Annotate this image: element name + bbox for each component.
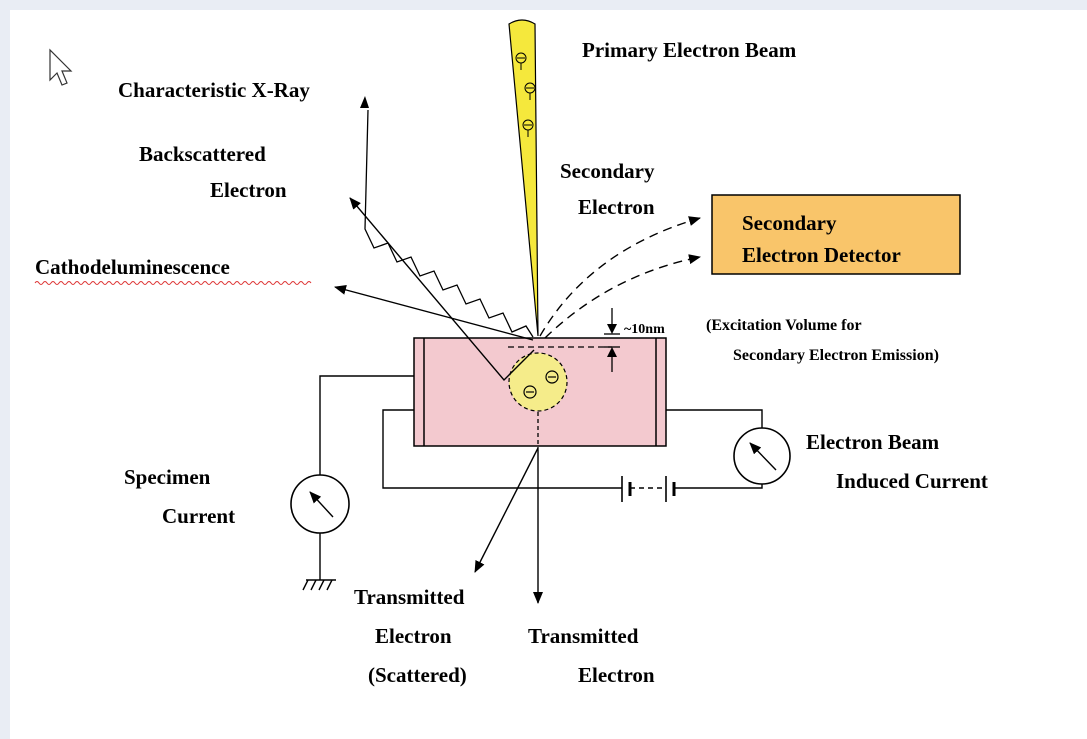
secondary-electron-path [544,254,701,339]
ammeter-icon [733,427,791,485]
ebic-label: Electron Beam [806,430,940,454]
ebic-circuit [382,409,763,489]
specimen-current-label: Specimen [124,465,211,489]
electron-marker [545,370,559,384]
xray-arrow [364,109,534,338]
secondary-electron-label: Secondary [560,159,655,183]
secondary-electron-detector [711,194,961,275]
battery-icon [621,476,676,502]
transmitted-label: Electron [578,663,655,687]
ebic-label: Induced Current [836,469,988,493]
excitation-label: (Excitation Volume for [706,317,862,334]
xray-label: Characteristic X-Ray [118,78,310,102]
beam-electrons [515,52,536,137]
transmitted-scattered-label: Electron [375,624,452,648]
detector-label: Secondary [742,211,837,235]
specimen-current-circuit [302,375,414,591]
transmitted-label: Transmitted [528,624,639,648]
spellcheck-underline [34,281,312,285]
depth-label: ~10nm [624,322,665,337]
transmitted-scattered-label: Transmitted [354,585,465,609]
depth-marker [604,308,620,372]
secondary-electron-label: Electron [578,195,655,219]
primary-beam-label: Primary Electron Beam [582,38,797,62]
transmitted-scattered-arrow [474,447,539,573]
excitation-label: Secondary Electron Emission) [733,347,939,364]
specimen-current-label: Current [162,504,235,528]
cathodo-label: Cathodeluminescence [35,255,230,279]
backscattered-label: Backscattered [139,142,266,166]
transmitted-scattered-label: (Scattered) [368,663,467,687]
detector-label: Electron Detector [742,243,901,267]
cathodo-arrow [334,285,534,341]
backscatter-arrow [349,197,535,382]
electron-marker [523,385,537,399]
primary-beam [508,19,539,337]
excitation-volume [508,352,568,412]
secondary-electron-path [539,216,701,337]
backscattered-label: Electron [210,178,287,202]
ammeter-icon [290,474,350,534]
cursor-icon [49,48,73,86]
